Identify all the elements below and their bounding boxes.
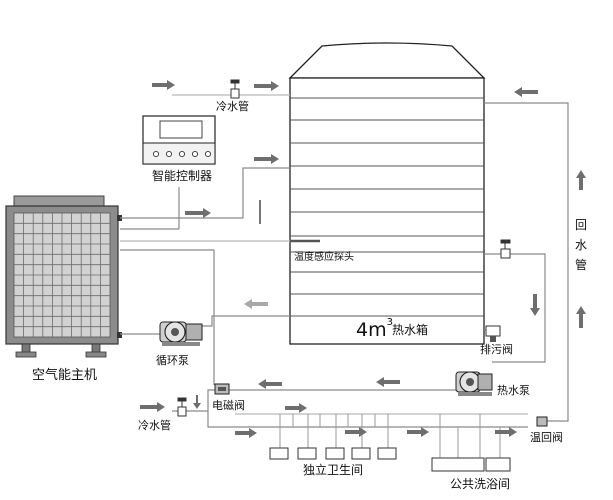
block-arrow-icon	[285, 403, 307, 413]
block-arrow-icon	[530, 294, 540, 316]
cold-water-bottom-label: 冷水管	[138, 419, 171, 432]
block-arrow-icon	[254, 154, 279, 164]
block-arrow-icon	[140, 402, 165, 412]
tank-name-label: 热水箱	[392, 323, 429, 337]
block-arrow-icon	[185, 208, 211, 218]
block-arrow-icon	[193, 395, 201, 409]
shower-label: 公共洗浴间	[450, 477, 511, 491]
block-arrow-icon	[235, 428, 257, 438]
solenoid-valve-label: 电磁阀	[212, 399, 245, 412]
temp-probe-label: 温度感应探头	[294, 252, 354, 263]
host-label: 空气能主机	[32, 368, 98, 383]
controller-label: 智能控制器	[152, 169, 213, 183]
valve-icon	[177, 397, 187, 417]
cold-water-top-label: 冷水管	[216, 100, 249, 113]
hot-water-pump-icon	[455, 371, 493, 396]
block-arrow-icon	[254, 81, 279, 91]
flow-arrows	[140, 80, 586, 438]
block-arrow-icon	[576, 306, 586, 328]
bathroom-label: 独立卫生间	[303, 463, 364, 477]
block-arrow-icon	[345, 427, 367, 437]
valve-icon	[230, 79, 240, 99]
air-source-host	[5, 195, 122, 358]
return-pipe-label: 回水管	[575, 218, 588, 272]
hot-water-tank	[288, 42, 486, 345]
return-valve-label: 温回阀	[530, 431, 563, 444]
block-arrow-icon	[152, 80, 175, 90]
block-arrow-icon	[258, 379, 282, 389]
block-arrow-icon	[376, 377, 400, 387]
valve-icon	[500, 239, 511, 259]
block-arrow-icon	[514, 87, 538, 97]
block-arrow-icon	[576, 170, 586, 190]
smart-controller	[142, 115, 216, 165]
pipe-network	[120, 94, 569, 460]
solenoid-valve-icon	[214, 383, 230, 395]
circ-pump-label: 循环泵	[156, 354, 189, 367]
bathroom-fixtures	[269, 447, 397, 460]
block-arrow-icon	[407, 427, 429, 437]
drain-valve-icon	[485, 325, 501, 342]
shower-fixtures	[431, 457, 511, 472]
block-arrow-icon	[244, 299, 268, 309]
return-valve-icon	[536, 416, 548, 427]
hot-pump-label: 热水泵	[497, 384, 530, 397]
circulation-pump-icon	[159, 321, 203, 346]
drain-valve-label: 排污阀	[480, 343, 513, 356]
block-arrow-icon	[495, 427, 517, 437]
tank-volume: 4m3	[356, 316, 393, 341]
